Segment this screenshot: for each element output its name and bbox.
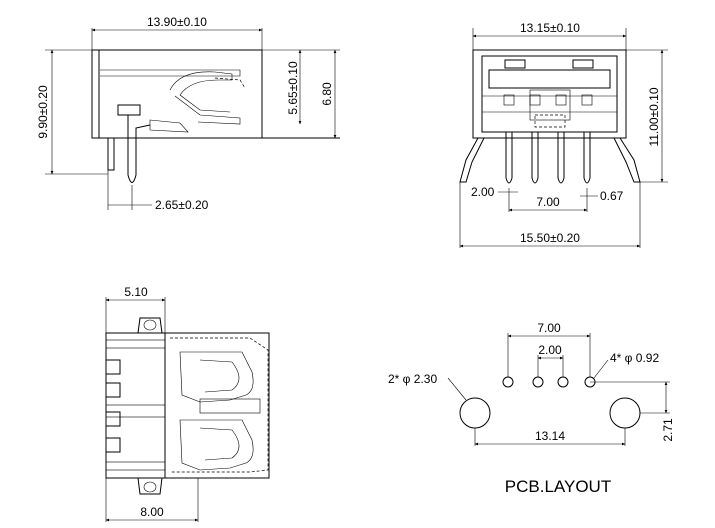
- front-view-body: [472, 49, 627, 139]
- front-body-width-dim: 13.15±0.10: [520, 21, 580, 35]
- front-view: 13.15±0.10 11.00±0.10 2.00 7.00 0.67 15.…: [459, 21, 668, 248]
- pcb-small-hole: [532, 376, 544, 388]
- pcb-small-hole-label: 4* φ 0.92: [610, 351, 659, 365]
- front-left-leg: [459, 137, 485, 183]
- front-pin: [583, 132, 591, 184]
- pcb-large-hole: [459, 397, 491, 429]
- pcb-pin-pitch-dim: 2.00: [538, 343, 562, 357]
- front-pin-edge-dim: 2.00: [471, 185, 495, 199]
- pcb-hole-offset-dim: 2.71: [661, 418, 675, 442]
- front-pin: [505, 132, 513, 184]
- side-view-pin: [127, 115, 151, 183]
- bottom-dim: 8.00: [140, 505, 164, 519]
- side-pin-offset-dim: 2.65±0.20: [155, 198, 209, 212]
- front-pin: [531, 132, 539, 184]
- front-overall-width-dim: 15.50±0.20: [520, 231, 580, 245]
- side-view: 13.90±0.10 9.90±0.20 5.65±0.10 6.80 2.65…: [36, 15, 340, 212]
- pcb-large-hole-label: 2* φ 2.30: [388, 372, 437, 386]
- pcb-hole-span-dim: 13.14: [535, 429, 565, 443]
- side-length-dim: 13.90±0.10: [147, 15, 207, 29]
- front-pin: [557, 132, 565, 184]
- front-right-leg: [613, 137, 641, 183]
- side-view-body: [91, 49, 263, 139]
- pcb-pin-span-dim: 7.00: [537, 321, 561, 335]
- pcb-small-hole: [557, 376, 569, 388]
- side-body-height-dim: 5.65±0.10: [286, 61, 300, 115]
- pcb-large-hole: [609, 397, 641, 429]
- side-total-height-dim: 9.90±0.20: [36, 85, 50, 139]
- top-dim: 5.10: [124, 285, 148, 299]
- pcb-layout: 7.00 2.00 4* φ 0.92 2* φ 2.30 13.14 2.71…: [388, 321, 675, 496]
- front-pin-width-dim: 0.67: [600, 189, 624, 203]
- side-right-height-dim: 6.80: [320, 82, 334, 106]
- pcb-layout-title: PCB.LAYOUT: [505, 477, 611, 496]
- front-pin-span-dim: 7.00: [536, 195, 560, 209]
- pcb-small-hole: [502, 376, 514, 388]
- top-view-body: [105, 332, 270, 479]
- top-view: 5.10 8.00: [105, 285, 270, 522]
- front-height-dim: 11.00±0.10: [647, 87, 661, 146]
